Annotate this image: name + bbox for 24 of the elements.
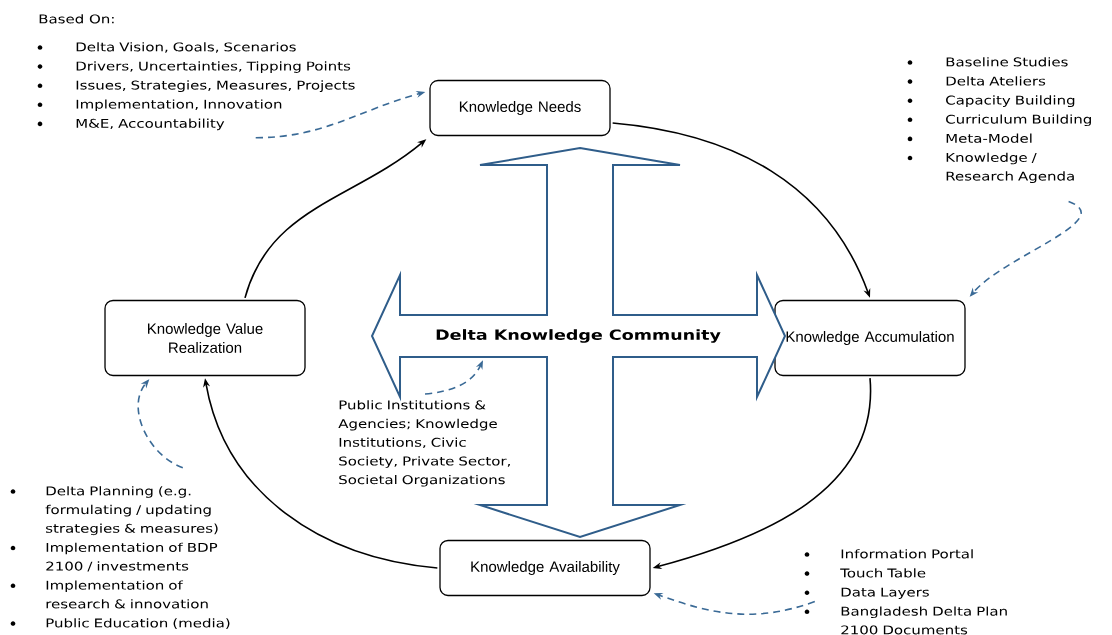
list-item: Implementation of research & innovation	[46, 580, 208, 609]
list-item: Implementation, Innovation	[76, 99, 282, 112]
process-box: Knowledge Value Realization	[104, 299, 306, 377]
heading: Based On:	[39, 14, 114, 24]
list-item: Baseline Studies	[946, 57, 1068, 67]
list-item: Capacity Building	[946, 95, 1075, 107]
list-item: Public Education (media)	[46, 618, 230, 629]
list-item: Drivers, Uncertainties, Tipping Points	[76, 61, 351, 73]
list-item: Delta Vision, Goals, Scenarios	[76, 42, 296, 53]
list-item: Information Portal	[841, 549, 973, 559]
list-item: Implementation of BDP 2100 / investments	[46, 542, 218, 572]
list-item: Issues, Strategies, Measures, Projects	[76, 80, 355, 92]
list-item: Bangladesh Delta Plan 2100 Documents	[841, 606, 1007, 635]
process-box: Knowledge Availability	[439, 539, 651, 597]
list-item: Touch Table	[840, 568, 926, 578]
list-item: Delta Ateliers	[946, 76, 1046, 86]
list-item: M&E, Accountability	[76, 118, 225, 131]
list-item: Knowledge / Research Agenda	[946, 152, 1074, 183]
list-item: Curriculum Building	[946, 114, 1091, 127]
list-item: Meta-Model	[946, 133, 1032, 143]
list-item: Delta Planning (e.g. formulating / updating strategies & measures)	[45, 486, 218, 536]
process-box: Knowledge Needs	[429, 79, 611, 137]
list-item: Data Layers	[841, 587, 929, 599]
process-box: Knowledge Accumulation	[774, 299, 966, 377]
